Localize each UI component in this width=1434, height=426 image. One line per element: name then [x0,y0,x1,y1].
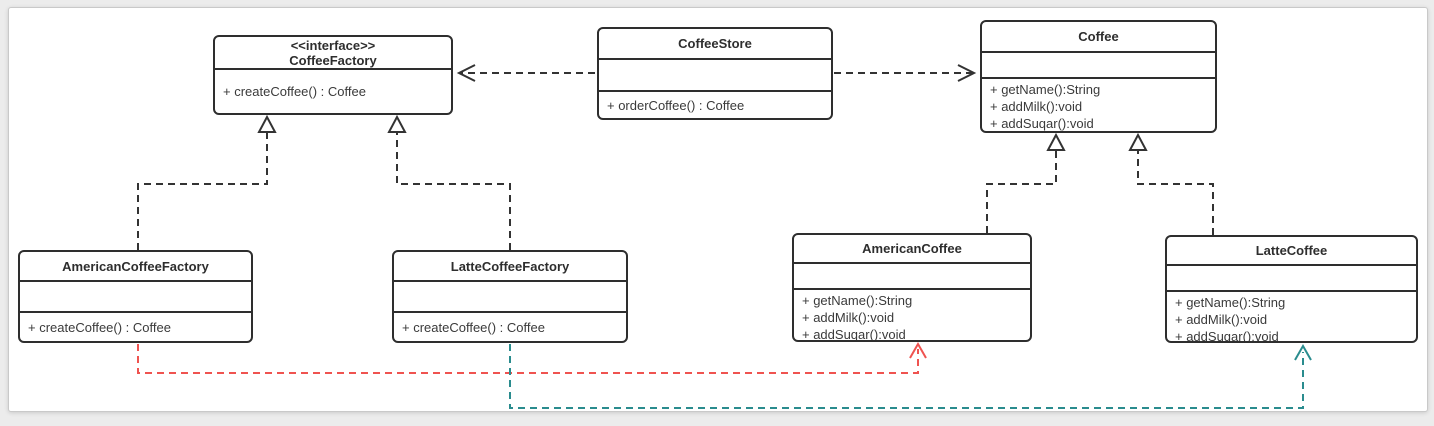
method-label: + addMilk():void [802,310,895,325]
class-coffeestore-title: CoffeeStore [599,29,831,60]
class-name-label: LatteCoffeeFactory [450,258,570,274]
methods-compartment: + createCoffee() : Coffee [20,313,251,341]
class-americancoffee[interactable]: AmericanCoffee + getName():String + addM… [792,233,1032,342]
method-label: + addSuqar():void [802,327,906,340]
method-label: + createCoffee() : Coffee [402,319,545,335]
methods-compartment: + orderCoffee() : Coffee [599,92,831,118]
stereotype-label: <<interface>> [290,37,376,53]
attributes-compartment [794,264,1030,290]
class-coffeefactory-title: <<interface>> CoffeeFactory [215,37,451,70]
methods-compartment: + getName():String + addMilk():void + ad… [982,79,1215,131]
attributes-compartment [20,282,251,313]
method-label: + getName():String [1175,295,1286,310]
method-label: + addMilk():void [990,99,1083,114]
class-name-label: LatteCoffee [1255,243,1328,258]
class-lattecoffee-title: LatteCoffee [1167,237,1416,266]
class-lattecoffeefactory[interactable]: LatteCoffeeFactory + createCoffee() : Co… [392,250,628,343]
class-name-label: AmericanCoffee [862,241,962,256]
methods-compartment: + getName():String + addMilk():void + ad… [794,290,1030,340]
class-name-label: AmericanCoffeeFactory [62,258,209,274]
class-name-label: CoffeeFactory [289,52,377,68]
method-label: + addMilk():void [1175,312,1268,327]
class-lattecoffeefactory-title: LatteCoffeeFactory [394,252,626,282]
class-coffeefactory[interactable]: <<interface>> CoffeeFactory + createCoff… [213,35,453,115]
attributes-compartment [1167,266,1416,292]
class-name-label: CoffeeStore [678,36,752,51]
class-coffee[interactable]: Coffee + getName():String + addMilk():vo… [980,20,1217,133]
method-label: + getName():String [802,293,913,308]
class-coffeestore[interactable]: CoffeeStore + orderCoffee() : Coffee [597,27,833,120]
class-name-label: Coffee [1078,29,1119,44]
method-label: + addSuqar():void [990,116,1094,131]
method-label: + addSuqar():void [1175,329,1279,341]
method-label: + getName():String [990,82,1101,97]
method-label: + createCoffee() : Coffee [28,319,171,335]
method-label: + orderCoffee() : Coffee [607,97,745,113]
attributes-compartment [394,282,626,313]
class-americancoffeefactory[interactable]: AmericanCoffeeFactory + createCoffee() :… [18,250,253,343]
methods-compartment: + createCoffee() : Coffee [215,70,451,113]
methods-compartment: + createCoffee() : Coffee [394,313,626,341]
class-coffee-title: Coffee [982,22,1215,53]
methods-compartment: + getName():String + addMilk():void + ad… [1167,292,1416,341]
class-americancoffeefactory-title: AmericanCoffeeFactory [20,252,251,282]
class-americancoffee-title: AmericanCoffee [794,235,1030,264]
attributes-compartment [982,53,1215,79]
class-lattecoffee[interactable]: LatteCoffee + getName():String + addMilk… [1165,235,1418,343]
attributes-compartment [599,60,831,92]
method-label: + createCoffee() : Coffee [223,84,366,99]
